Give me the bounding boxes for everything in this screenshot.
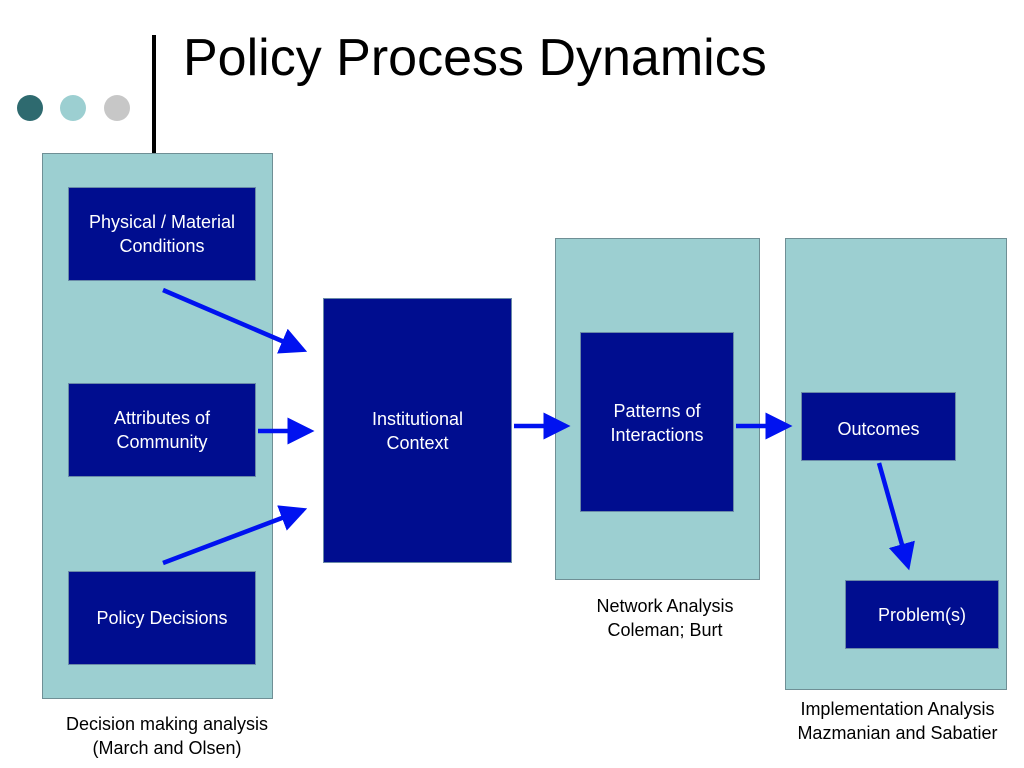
title-divider xyxy=(152,35,156,155)
node-outcomes: Outcomes xyxy=(801,392,956,461)
arrow-physical-to-institutional xyxy=(162,287,308,354)
node-physical-material-conditions: Physical / Material Conditions xyxy=(68,187,256,281)
node-patterns-of-interactions: Patterns of Interactions xyxy=(580,332,734,512)
node-attributes-of-community: Attributes of Community xyxy=(68,383,256,477)
caption-decision-making-analysis: Decision making analysis (March and Olse… xyxy=(65,714,269,758)
arrow-outcomes-to-problems xyxy=(876,462,915,571)
decor-dot-dark xyxy=(17,95,43,121)
node-institutional-context: Institutional Context xyxy=(323,298,512,563)
caption-network-analysis: Network Analysis Coleman; Burt xyxy=(596,596,734,640)
node-policy-decisions: Policy Decisions xyxy=(68,571,256,665)
decor-dot-gray xyxy=(104,95,130,121)
page-title: Policy Process Dynamics xyxy=(183,29,767,87)
caption-implementation-analysis: Implementation Analysis Mazmanian and Sa… xyxy=(797,699,998,743)
arrow-policy-to-institutional xyxy=(162,505,308,566)
node-problems: Problem(s) xyxy=(845,580,999,649)
decor-dot-teal xyxy=(60,95,86,121)
